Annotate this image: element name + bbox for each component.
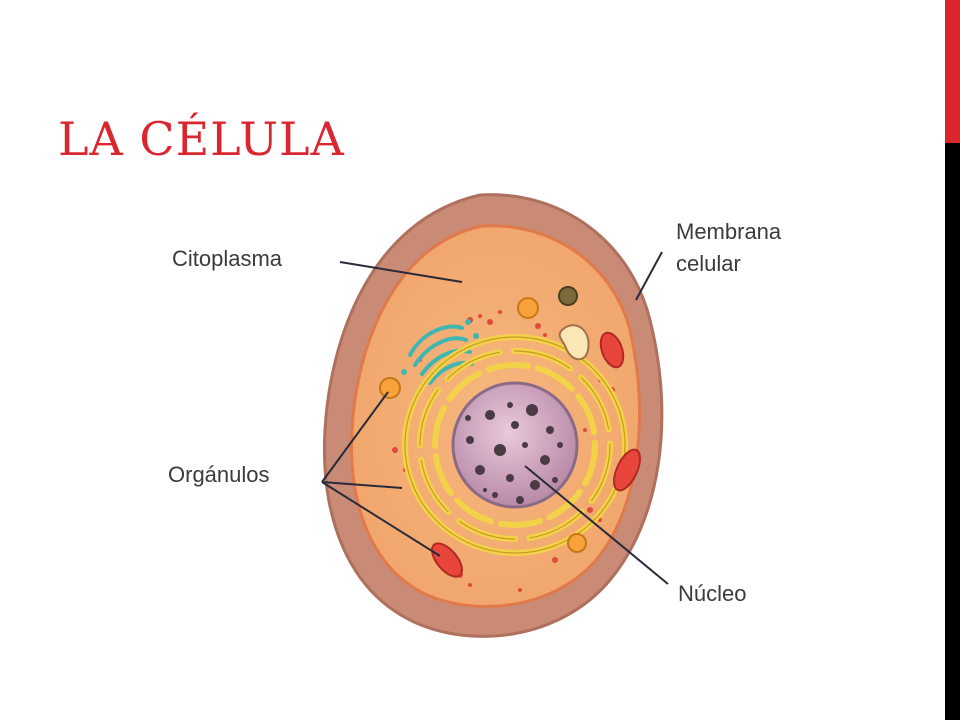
label-membrana: Membrana [676, 219, 782, 244]
nucleus [451, 381, 579, 509]
vacuole [558, 324, 590, 361]
label-celular: celular [676, 251, 741, 276]
vesicle [379, 377, 401, 399]
side-bar-accent [945, 0, 960, 143]
label-citoplasma: Citoplasma [172, 246, 283, 271]
chromatin-dots [465, 402, 563, 504]
label-organulos: Orgánulos [168, 462, 270, 487]
label-nucleo: Núcleo [678, 581, 746, 606]
slide-title: LA CÉLULA [58, 112, 345, 166]
mitochondria [431, 331, 641, 578]
vesicle [517, 297, 539, 319]
side-bar [945, 0, 960, 720]
leader-lines [321, 251, 669, 585]
vesicle [567, 533, 587, 553]
centriole [558, 286, 578, 306]
